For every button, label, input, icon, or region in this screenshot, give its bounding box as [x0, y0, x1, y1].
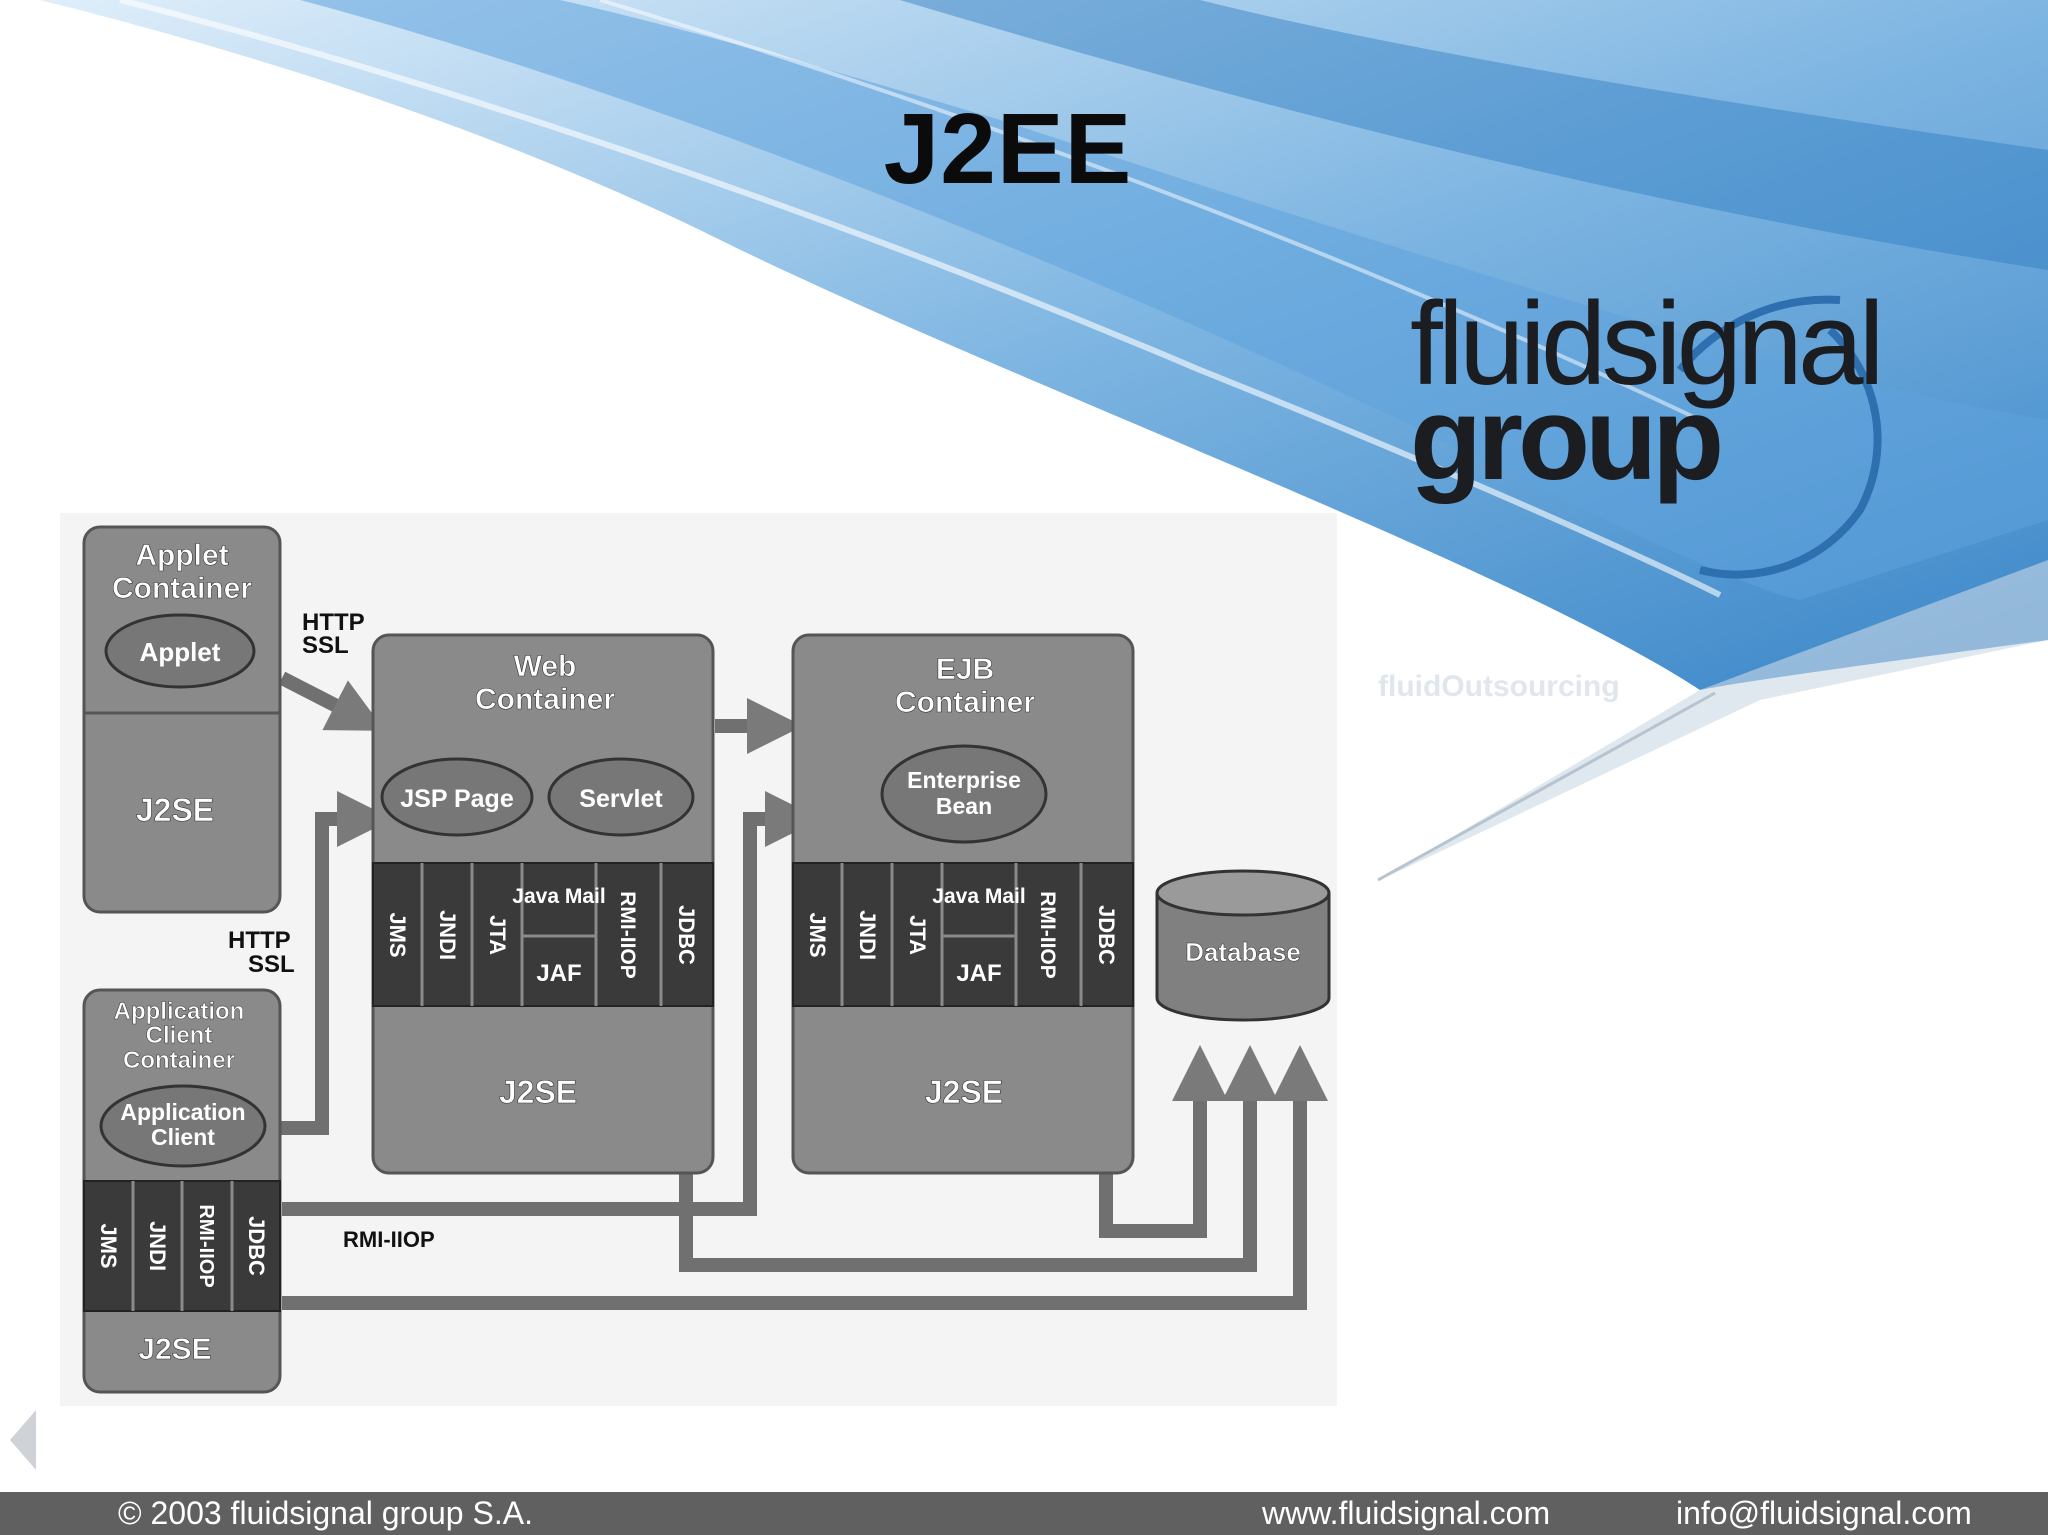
jsp-page-ellipse [380, 757, 534, 837]
web-service-jaf: JAF [536, 960, 581, 987]
web-j2se-label: J2SE [499, 1074, 577, 1110]
ejb-service-jta: JTA [905, 915, 930, 955]
app-client-label2: Client [151, 1124, 215, 1150]
ejb-service-jdbc: JDBC [1094, 905, 1119, 965]
app-client-service-jms: JMS [96, 1223, 121, 1268]
app-client-label1: Application [120, 1099, 245, 1125]
arrow-applet-to-web [278, 671, 385, 731]
http-label-1: HTTP [302, 609, 365, 636]
previous-slide-arrow-icon[interactable] [10, 1410, 36, 1470]
app-client-container-title1: Application [114, 998, 245, 1025]
ejb-container-title1: EJB [936, 653, 994, 686]
enterprise-bean-label2: Bean [936, 793, 992, 819]
servlet-ellipse [547, 757, 695, 837]
app-client-container: Application Client Container Application… [82, 988, 282, 1394]
enterprise-bean-ellipse [880, 744, 1048, 844]
footer-bar: © 2003 fluidsignal group S.A. www.fluids… [0, 1492, 2048, 1535]
enterprise-bean-label1: Enterprise [907, 767, 1021, 793]
ssl-label-2: SSL [248, 951, 295, 978]
footer-email-link[interactable]: info@fluidsignal.com [1676, 1495, 1972, 1531]
http-label-2: HTTP [228, 927, 291, 954]
web-container: Web Container JSP Page Servlet JMS JNDI … [371, 633, 715, 1175]
web-service-jdbc: JDBC [674, 905, 699, 965]
applet-label: Applet [140, 637, 221, 667]
ejb-container: EJB Container Enterprise Bean JMS JNDI J… [791, 633, 1135, 1175]
company-logo: fluidsignal group [1410, 285, 1990, 565]
tagline: fluidOutsourcing [1378, 670, 1620, 703]
arrow-rmi-to-ejb [282, 791, 821, 1216]
app-client-container-title2: Client [146, 1022, 213, 1049]
web-container-title1: Web [514, 650, 577, 683]
applet-j2se-label: J2SE [136, 792, 214, 828]
connections [278, 671, 1328, 1310]
web-container-title2: Container [475, 683, 615, 716]
web-service-jta: JTA [485, 915, 510, 955]
ejb-service-rmi-iiop: RMI-IIOP [1036, 891, 1059, 979]
app-client-j2se-label: J2SE [138, 1333, 211, 1366]
arrow-appclient-jdbc-to-db [282, 1045, 1328, 1310]
ssl-label-1: SSL [302, 632, 349, 659]
applet-container-title2: Container [112, 572, 252, 605]
rmi-iiop-label: RMI-IIOP [343, 1227, 435, 1252]
arrow-appclient-to-web [278, 791, 393, 1135]
app-client-container-title3: Container [123, 1047, 235, 1074]
footer-copyright: © 2003 fluidsignal group S.A. [118, 1495, 533, 1531]
ejb-service-jndi: JNDI [855, 910, 880, 960]
footer-website-link[interactable]: www.fluidsignal.com [1262, 1495, 1551, 1531]
jsp-page-label: JSP Page [400, 785, 514, 813]
app-client-service-jdbc: JDBC [244, 1216, 269, 1276]
web-service-jms: JMS [385, 912, 410, 957]
applet-container: Applet Container Applet J2SE [82, 525, 282, 914]
slide-title: J2EE [883, 93, 1133, 205]
applet-ellipse [104, 613, 256, 689]
web-service-jndi: JNDI [435, 910, 460, 960]
app-client-service-jndi: JNDI [145, 1221, 170, 1271]
app-client-service-rmi-iiop: RMI-IIOP [195, 1204, 217, 1287]
ejb-container-title2: Container [895, 686, 1035, 719]
ejb-service-jaf: JAF [956, 960, 1001, 987]
j2ee-architecture-diagram: Applet Container Applet J2SE HTTP SSL HT… [60, 513, 1337, 1406]
web-service-javamail: Java Mail [512, 885, 605, 908]
web-service-rmi-iiop: RMI-IIOP [616, 891, 639, 979]
app-client-ellipse [99, 1084, 267, 1168]
ejb-j2se-label: J2SE [925, 1074, 1003, 1110]
database-cylinder: Database [1155, 869, 1331, 1022]
ejb-service-jms: JMS [805, 912, 830, 957]
logo-text-line1: fluidsignal [1410, 278, 1885, 410]
servlet-label: Servlet [579, 785, 663, 813]
diagram-canvas: Applet Container Applet J2SE HTTP SSL HT… [82, 525, 1331, 1394]
logo-text-line2: group [1410, 373, 1724, 505]
ejb-service-javamail: Java Mail [932, 885, 1025, 908]
applet-container-title1: Applet [135, 539, 228, 572]
database-label: Database [1185, 937, 1301, 967]
